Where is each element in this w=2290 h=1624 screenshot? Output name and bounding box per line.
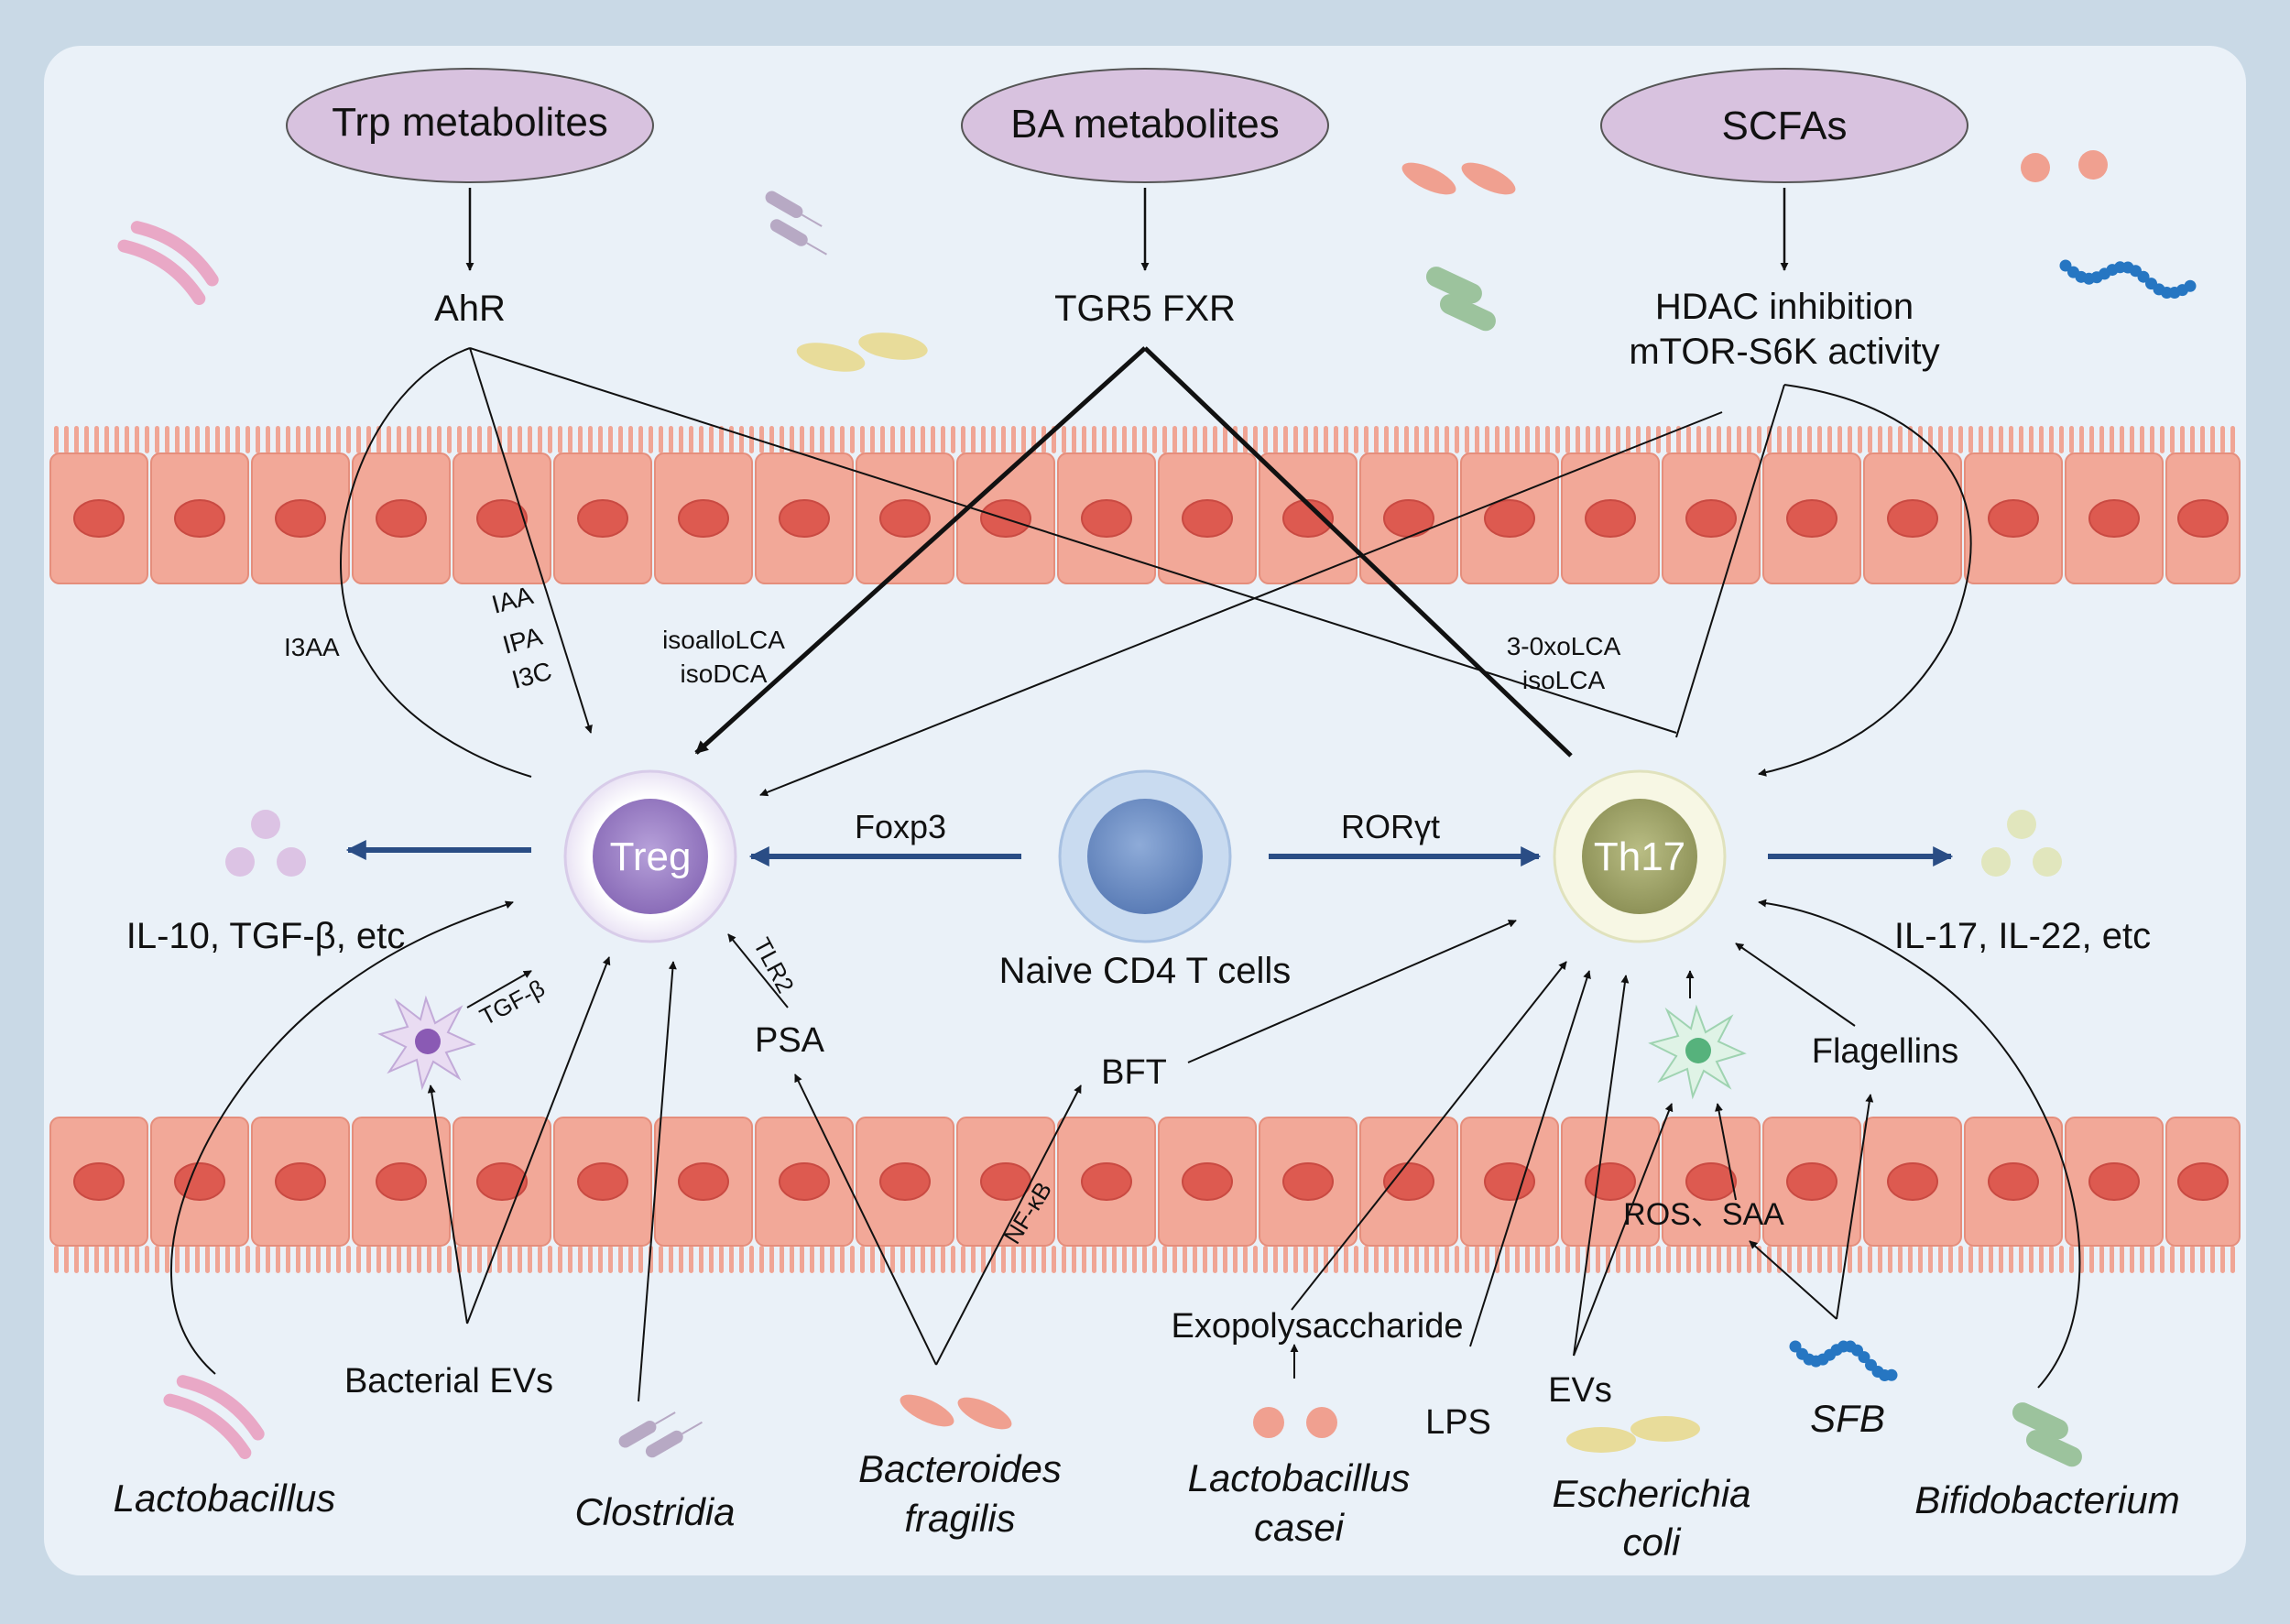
clostridia-label: Clostridia xyxy=(574,1490,735,1533)
line-ahr-to-th17 xyxy=(469,347,1677,734)
lps-label: LPS xyxy=(1425,1403,1491,1442)
arrow-evs-to-treg xyxy=(466,956,611,1324)
dendritic-cell-treg xyxy=(377,995,476,1091)
arrow-flagellins-to-th17 xyxy=(1735,943,1856,1027)
treg-label: Treg xyxy=(610,834,692,879)
arrow-hdac-curve-th17 xyxy=(1758,384,1972,777)
lcasei-icon-top-left xyxy=(1401,162,1516,195)
foxp3-label: Foxp3 xyxy=(855,808,946,845)
scfas-ellipse xyxy=(1600,68,1968,183)
arrow-evs-to-th17 xyxy=(1573,975,1630,1357)
treg-cell: Treg xyxy=(563,769,737,943)
ba-metabolites-label: BA metabolites xyxy=(1010,102,1280,147)
escherichia-icon-top xyxy=(796,332,928,372)
sfb-label: SFB xyxy=(1810,1397,1885,1440)
lactobacillus-icon-top xyxy=(117,221,219,305)
arrow-bifido-to-th17 xyxy=(1758,899,2081,1389)
bft-label: BFT xyxy=(1101,1053,1167,1092)
tgr5-fxr-label: TGR5 FXR xyxy=(1054,289,1236,329)
clostridia-icon-top xyxy=(765,191,827,256)
rorgt-label: RORγt xyxy=(1341,808,1440,845)
lactobacillus-icon xyxy=(163,1375,265,1459)
ba-metabolites-ellipse xyxy=(961,68,1329,183)
lactobacillus-casei-icon xyxy=(1253,1407,1337,1438)
th17-cytokine-dots xyxy=(1981,810,2062,877)
arrow-clostridia-to-treg xyxy=(638,961,677,1402)
arrow-bfrag-to-bft xyxy=(935,1084,1082,1366)
arrow-hdac-to-treg xyxy=(759,411,1723,797)
arrow-lps-to-th17 xyxy=(1469,970,1591,1347)
bifidobacterium-icon-top xyxy=(1425,267,1496,332)
lactobacillus-casei-label-2: casei xyxy=(1254,1506,1346,1549)
edge-label-isodca: isoDCA xyxy=(681,659,768,688)
arrow-sfb-to-ros xyxy=(1749,1240,1837,1320)
sfb-icon-top xyxy=(2059,259,2197,300)
escherichia-label: Escherichia xyxy=(1552,1472,1750,1515)
scfas-label: SCFAs xyxy=(1722,104,1848,148)
naive-cd4-label: Naive CD4 T cells xyxy=(999,951,1292,991)
lactobacillus-label: Lactobacillus xyxy=(114,1477,336,1520)
ros-saa-label: ROS、SAA xyxy=(1623,1197,1784,1232)
psa-label: PSA xyxy=(755,1021,825,1060)
arrow-bfrag-to-psa xyxy=(794,1074,937,1366)
edge-label-i3aa: I3AA xyxy=(284,633,340,661)
line-tgr5-to-th17 xyxy=(1143,346,1573,758)
arrow-psa-to-treg xyxy=(727,933,789,1008)
ahr-label: AhR xyxy=(434,289,506,329)
bacteroides-label: Bacteroides xyxy=(858,1447,1062,1490)
fragilis-label: fragilis xyxy=(904,1497,1015,1540)
trp-metabolites-ellipse xyxy=(286,68,654,183)
arrow-tgr5-to-treg xyxy=(694,346,1147,755)
epithelium-bottom xyxy=(49,1117,2241,1273)
sfb-icon xyxy=(1789,1340,1898,1381)
evs-label: EVs xyxy=(1548,1371,1612,1410)
edge-label-3oxolca: 3-0xoLCA xyxy=(1507,632,1621,660)
bifidobacterium-icon xyxy=(2012,1402,2082,1467)
bacterial-evs-label: Bacterial EVs xyxy=(344,1362,553,1401)
edge-label-isolca: isoLCA xyxy=(1522,666,1606,694)
bifidobacterium-label: Bifidobacterium xyxy=(1914,1478,2179,1521)
treg-cytokines-label: IL-10, TGF-β, etc xyxy=(126,916,406,956)
arrow-evs-to-dc xyxy=(427,1084,468,1324)
arrow-sfb-to-flagellins xyxy=(1836,1094,1874,1320)
epithelium-top xyxy=(49,426,2241,584)
treg-cytokine-dots xyxy=(225,810,306,877)
lactobacillus-casei-label-1: Lactobacillus xyxy=(1188,1456,1411,1499)
coli-label: coli xyxy=(1622,1520,1682,1564)
naive-cd4-cell xyxy=(1058,769,1232,943)
arrow-ahr-to-treg xyxy=(469,347,593,734)
flagellins-label: Flagellins xyxy=(1812,1032,1959,1071)
mtor-s6k-label: mTOR-S6K activity xyxy=(1629,332,1939,372)
arrow-ros-to-dc2 xyxy=(1715,1103,1737,1201)
arrow-ahr-i3aa xyxy=(339,347,532,778)
th17-cytokines-label: IL-17, IL-22, etc xyxy=(1894,916,2151,956)
lcasei-icon-top-right xyxy=(2021,150,2108,182)
trp-metabolites-label: Trp metabolites xyxy=(332,100,608,145)
arrow-exopoly-to-th17 xyxy=(1291,961,1567,1311)
dendritic-cell-th17 xyxy=(1648,1004,1747,1100)
edge-label-isoallolca: isoalloLCA xyxy=(662,626,785,654)
th17-label: Th17 xyxy=(1594,834,1685,879)
hdac-inhibition-label: HDAC inhibition xyxy=(1655,287,1914,327)
arrow-lactobacillus-to-treg xyxy=(169,900,514,1375)
escherichia-coli-icon xyxy=(1566,1416,1700,1453)
arrow-dc-to-treg xyxy=(466,970,532,1008)
arrow-evs-to-dc2 xyxy=(1573,1103,1674,1357)
line-hdac-to-th17 xyxy=(1675,384,1785,738)
th17-cell: Th17 xyxy=(1553,769,1727,943)
bacteroides-fragilis-icon xyxy=(900,1394,1012,1430)
clostridia-icon xyxy=(618,1411,703,1458)
arrow-bft-to-th17 xyxy=(1187,920,1517,1063)
exopolysaccharide-label: Exopolysaccharide xyxy=(1172,1307,1464,1346)
